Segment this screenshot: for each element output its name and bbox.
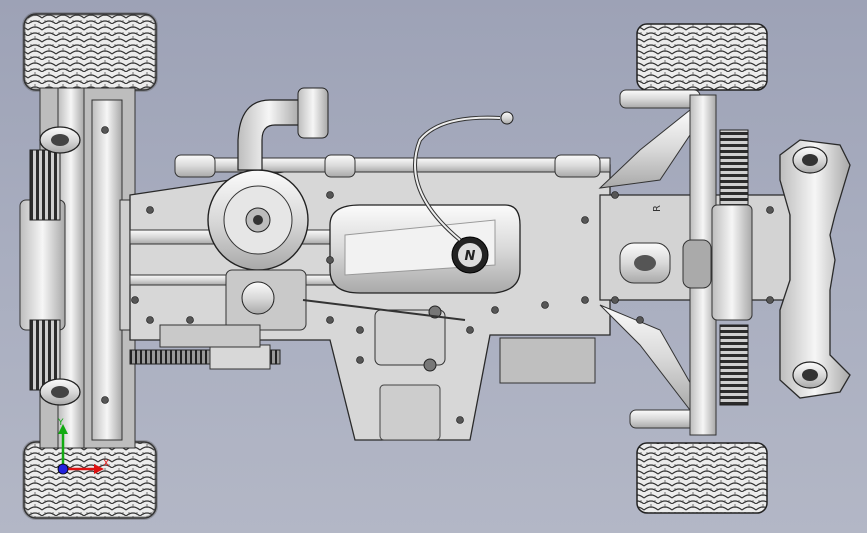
chassis-bolts: [101, 126, 774, 424]
left-axle-assembly[interactable]: [19, 87, 139, 449]
right-shock-spring-bottom: [719, 324, 749, 406]
left-shock-spring-bottom: [29, 319, 61, 391]
servo-mount[interactable]: [302, 299, 466, 372]
fuel-tank[interactable]: N: [329, 111, 521, 294]
left-shock-spring-top: [29, 149, 61, 221]
right-chassis-assembly[interactable]: [598, 89, 851, 436]
coordinate-triad: [57, 424, 104, 475]
triad-z-axis: [57, 463, 69, 475]
tire-rear-left[interactable]: [22, 440, 158, 520]
tire-rear-right[interactable]: [636, 442, 768, 514]
spur-gear-drivetrain: [129, 324, 281, 370]
tire-front-right[interactable]: [636, 23, 768, 91]
rear-arm-mark: R: [652, 205, 663, 212]
nitro-engine[interactable]: [207, 87, 329, 331]
main-chassis-plate[interactable]: [129, 154, 611, 441]
exhaust-header: [237, 99, 301, 171]
front-bumper[interactable]: [779, 139, 851, 399]
fuel-cap-mark: N: [465, 249, 476, 264]
right-shock-spring-top: [719, 129, 749, 211]
tire-front-left[interactable]: [22, 12, 158, 92]
